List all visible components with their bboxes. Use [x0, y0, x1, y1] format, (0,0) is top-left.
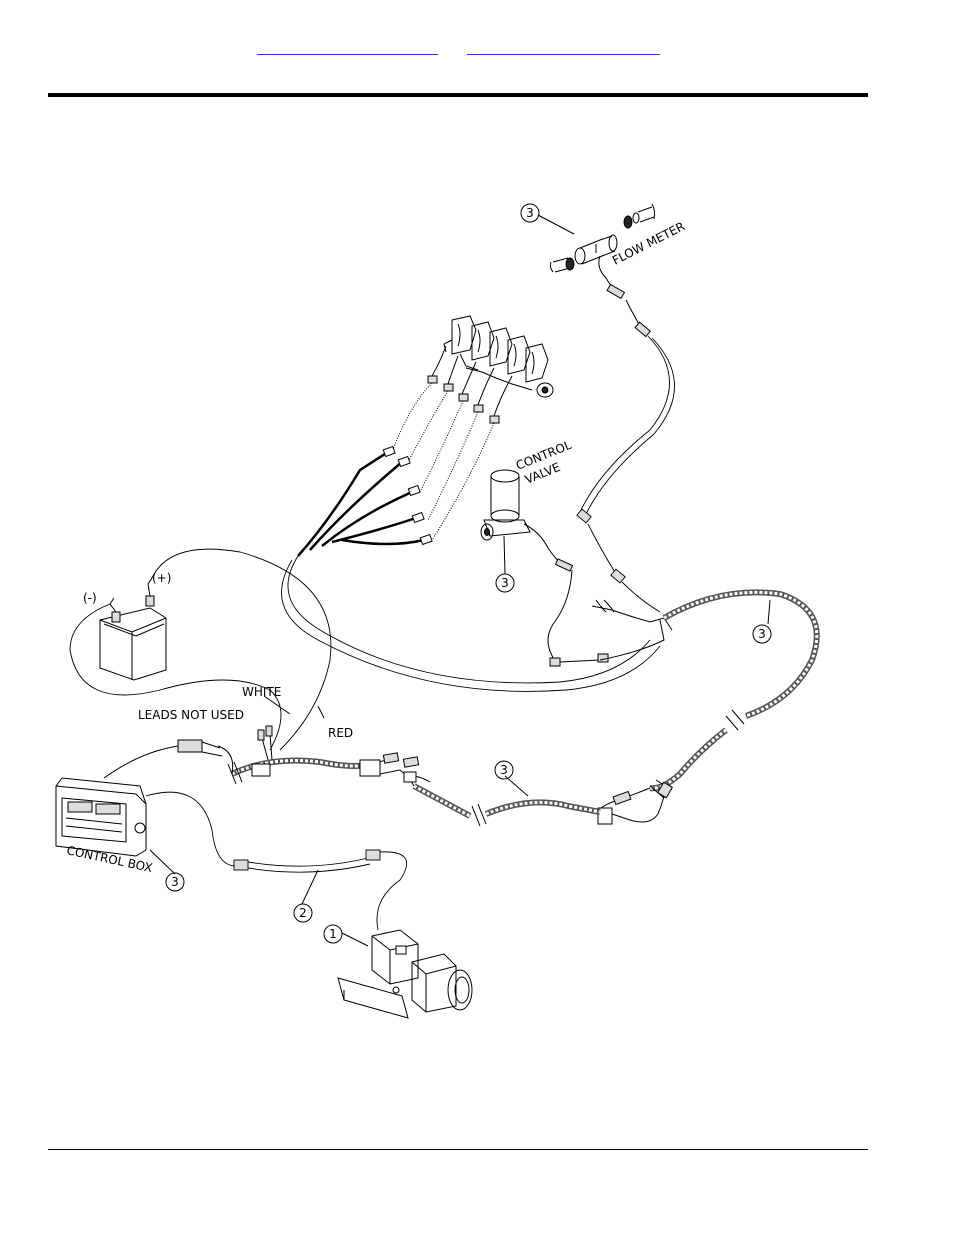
valve-harness — [297, 450, 425, 557]
callout-harness-right: 3 — [758, 627, 766, 641]
label-red: RED — [328, 726, 353, 740]
middle-connectors — [359, 752, 431, 787]
control-valve — [480, 469, 609, 667]
callout-cable: 2 — [299, 906, 307, 920]
label-positive: (+) — [152, 571, 171, 585]
main-harness-middle — [230, 757, 601, 827]
callout-harness-middle: 3 — [500, 763, 508, 777]
leads — [257, 725, 273, 761]
flow-meter — [549, 203, 656, 338]
battery-cables — [69, 548, 332, 751]
main-harness-right — [649, 589, 820, 792]
nav-link-1[interactable] — [257, 36, 438, 55]
footer-rule — [48, 1149, 868, 1150]
control-cable — [145, 791, 408, 931]
callout-circles — [165, 203, 772, 944]
harness-plugs — [382, 445, 433, 546]
left-connector — [103, 739, 271, 785]
callout-control-box: 3 — [171, 875, 179, 889]
callout-leaders — [149, 214, 771, 947]
label-flow-meter: FLOW METER — [610, 219, 687, 268]
valve-connectors — [427, 345, 513, 424]
callout-control-valve: 3 — [501, 576, 509, 590]
flow-meter-cable — [576, 335, 675, 613]
switch — [337, 929, 473, 1019]
main-loop-wires — [281, 555, 661, 692]
valve-leads — [391, 382, 495, 541]
label-leads-not-used: LEADS NOT USED — [138, 708, 244, 722]
control-box — [55, 777, 147, 857]
label-control-box: CONTROL BOX — [65, 843, 153, 875]
callout-switch: 1 — [329, 927, 337, 941]
valve-bank — [443, 315, 554, 398]
right-connectors — [597, 779, 674, 825]
label-negative: (-) — [83, 591, 97, 605]
battery — [99, 577, 167, 681]
nav-link-2[interactable] — [467, 36, 660, 55]
label-white: WHITE — [242, 685, 281, 699]
callout-flow-meter: 3 — [526, 206, 534, 220]
header-rule — [48, 93, 868, 97]
harness-junction — [591, 599, 673, 661]
